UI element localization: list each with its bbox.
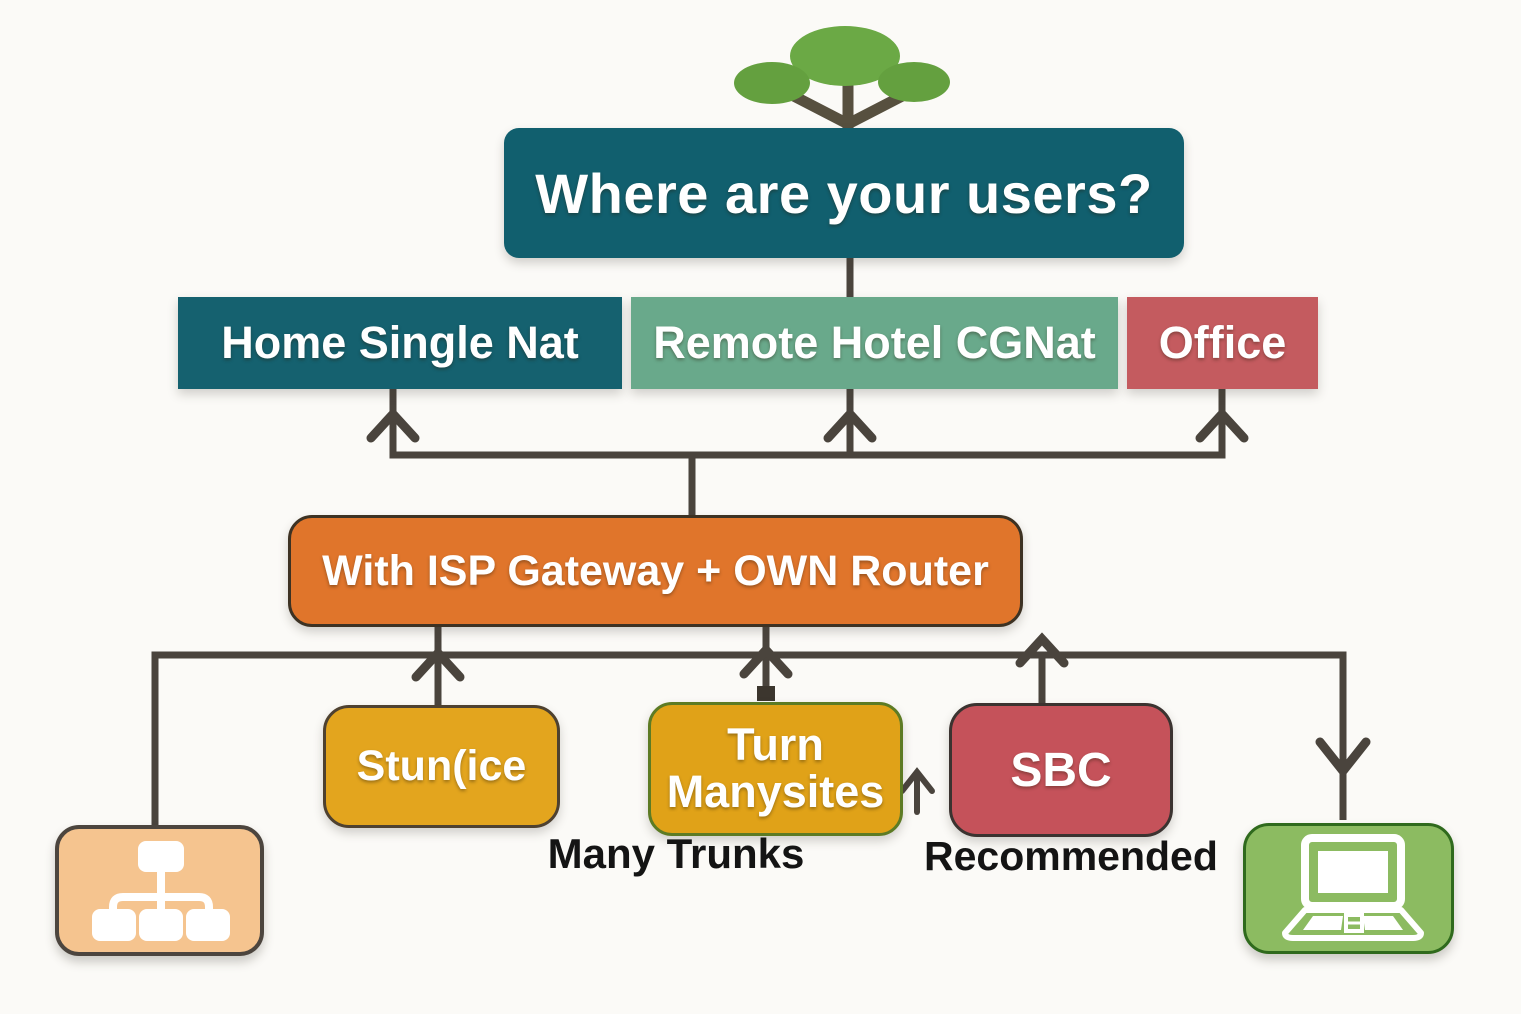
arrowheads-up-locations — [366, 407, 1249, 443]
node-stun-ice: Stun(ice — [323, 705, 560, 828]
node-remote-hotel-cgnat: Remote Hotel CGNat — [631, 297, 1118, 389]
caption-recommended: Recommended — [924, 833, 1218, 879]
arrow-up-home — [366, 407, 420, 443]
node-turn-manysites: Turn Manysites — [648, 702, 903, 836]
wire-node-cap — [757, 686, 775, 701]
node-office: Office — [1127, 297, 1318, 389]
sitemap-icon — [91, 840, 230, 941]
arrow-up-stun — [411, 646, 465, 682]
turn-label-line2: Manysites — [666, 766, 885, 817]
office-label: Office — [1158, 317, 1287, 368]
wire-gateway-bus — [151, 620, 1347, 826]
arrow-up-turn — [739, 643, 793, 679]
laptop-icon — [1281, 833, 1424, 941]
arrow-up-sbc — [1015, 632, 1069, 668]
node-isp-gateway-own-router: With ISP Gateway + OWN Router — [288, 515, 1023, 627]
laptop-icon-card — [1243, 823, 1454, 954]
node-sbc: SBC — [949, 703, 1173, 837]
sbc-label: SBC — [1010, 743, 1112, 797]
small-up-arrow — [899, 767, 935, 815]
wire-locations-bus — [389, 389, 1226, 517]
tree-icon — [734, 26, 950, 136]
arrowheads-mid — [411, 632, 1371, 779]
node-home-single-nat: Home Single Nat — [178, 297, 622, 389]
root-question-label: Where are your users? — [535, 161, 1153, 225]
stun-label: Stun(ice — [356, 742, 527, 790]
arrow-down-laptop — [1315, 737, 1371, 779]
arrow-up-office — [1195, 407, 1249, 443]
remote-label: Remote Hotel CGNat — [653, 317, 1096, 368]
multisite-icon-card — [55, 825, 264, 956]
node-root-question: Where are your users? — [504, 128, 1184, 258]
home-label: Home Single Nat — [221, 317, 579, 368]
caption-many-trunks: Many Trunks — [547, 830, 805, 877]
turn-label-line1: Turn — [727, 719, 824, 771]
arrow-up-remote — [823, 407, 877, 443]
gateway-label: With ISP Gateway + OWN Router — [322, 546, 989, 595]
